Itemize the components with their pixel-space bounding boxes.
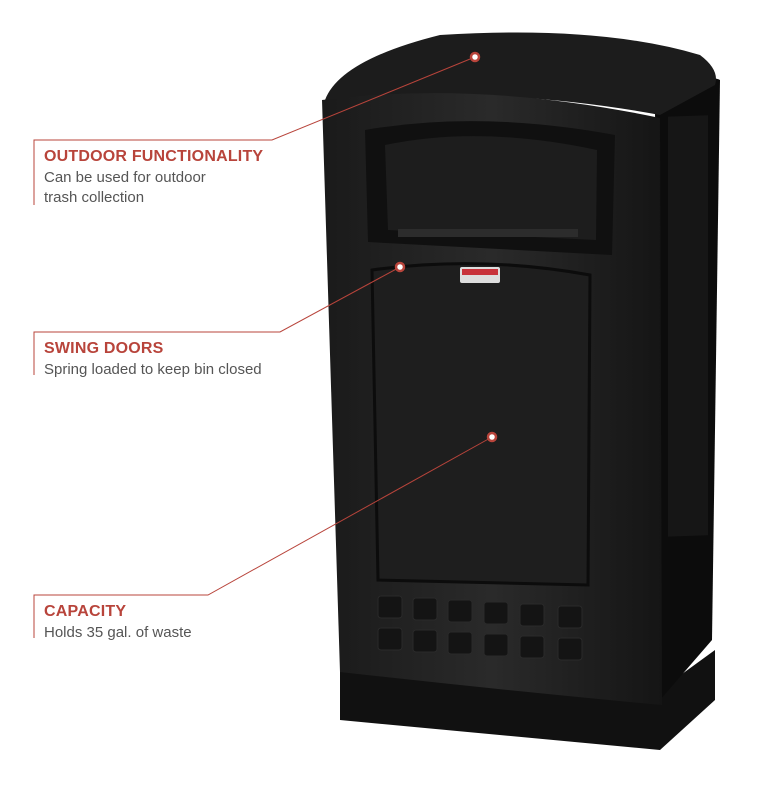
hotspot-capacity[interactable]	[486, 431, 498, 443]
hotspot-outdoor[interactable]	[469, 51, 481, 63]
callout-description: Spring loaded to keep bin closed	[44, 361, 262, 378]
callout-swing: SWING DOORS Spring loaded to keep bin cl…	[44, 340, 304, 380]
callout-outdoor: OUTDOOR FUNCTIONALITY Can be used for ou…	[44, 148, 263, 208]
callout-line-swing	[33, 266, 401, 375]
callout-title: OUTDOOR FUNCTIONALITY	[44, 148, 264, 165]
callout-capacity: CAPACITY Holds 35 gal. of waste	[44, 603, 244, 643]
hotspot-swing[interactable]	[394, 261, 406, 273]
callout-description: Holds 35 gal. of waste	[44, 624, 192, 641]
callout-title: SWING DOORS	[44, 340, 164, 357]
callout-description: Can be used for outdoor trash collection	[44, 169, 206, 206]
callout-title: CAPACITY	[44, 603, 127, 620]
swing-door	[370, 262, 592, 587]
callout-line-capacity	[33, 436, 493, 638]
callout-line-outdoor	[33, 56, 476, 205]
